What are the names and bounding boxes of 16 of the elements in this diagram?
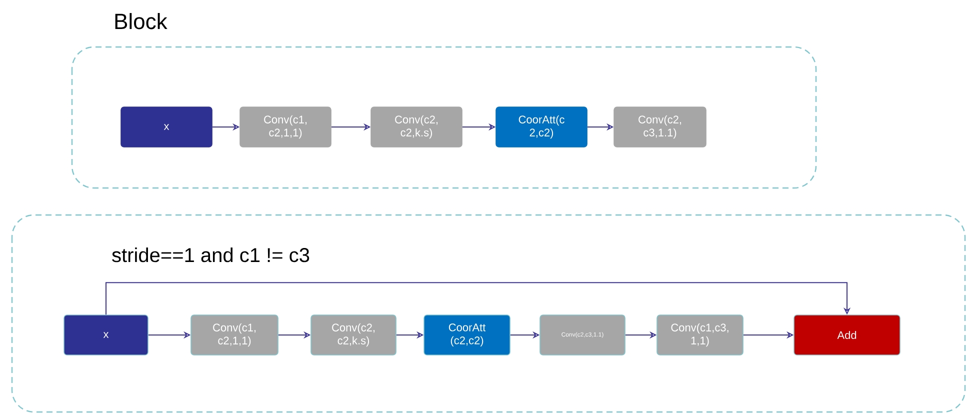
process-box: Conv(c1, c2,1,1) <box>190 314 278 356</box>
process-box: Conv(c1,c3, 1,1) <box>656 314 744 356</box>
process-box: x <box>120 106 212 148</box>
process-box: Conv(c1, c2,1,1) <box>240 106 332 148</box>
process-box: x <box>64 314 148 356</box>
process-box: Conv(c2, c2,k.s) <box>310 314 396 356</box>
process-box: CoorAtt (c2,c2) <box>424 314 510 356</box>
process-box: CoorAtt(c 2,c2) <box>496 106 588 148</box>
panel-heading: Block <box>115 13 168 30</box>
process-box: Add <box>794 314 900 356</box>
dashed-panel <box>71 46 817 189</box>
arrow <box>106 282 851 316</box>
dashed-panel <box>11 214 966 413</box>
process-box: Conv(c2, c3,1.1) <box>614 106 706 148</box>
process-box: Conv(c2, c2,k.s) <box>370 106 462 148</box>
panel-heading: stride==1 and c1 != c3 <box>112 248 310 262</box>
